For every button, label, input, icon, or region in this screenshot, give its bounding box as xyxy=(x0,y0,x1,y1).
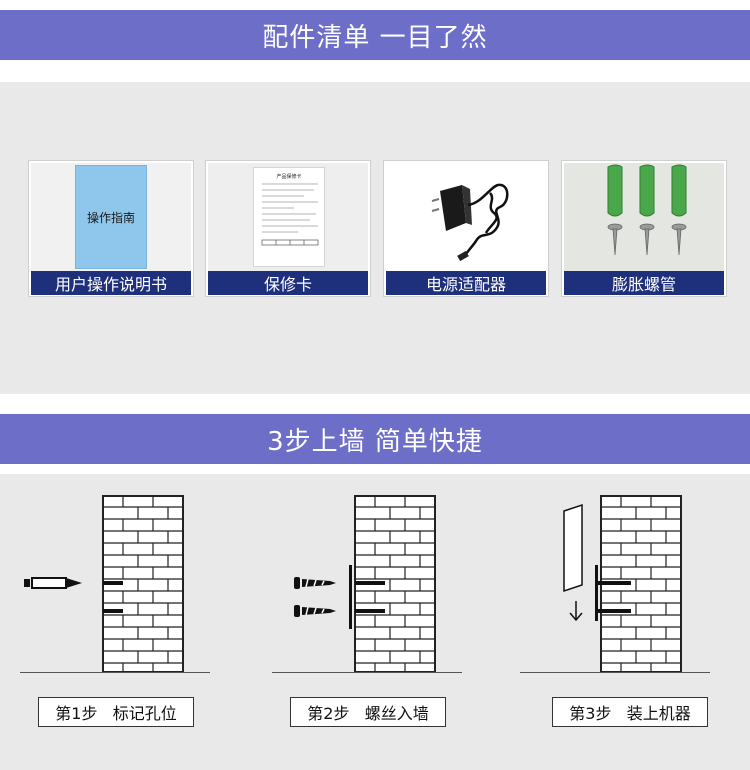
manual-booklet-icon: 操作指南 xyxy=(75,165,147,269)
accessory-card-manual: 操作指南 用户操作说明书 xyxy=(28,160,194,297)
screw-icon-2 xyxy=(294,605,336,617)
anchors-image xyxy=(564,163,724,271)
pencil-icon xyxy=(24,577,82,589)
ground-line-3 xyxy=(520,672,710,673)
step3-illustration xyxy=(563,495,682,673)
brick-wall-2 xyxy=(349,495,436,673)
arrow-down-icon xyxy=(569,601,583,622)
step1-label: 第1步 标记孔位 xyxy=(38,697,194,727)
screw-icon-1 xyxy=(294,577,336,589)
step1-illustration xyxy=(24,495,184,673)
warranty-card-icon: 产品保修卡 xyxy=(253,167,325,267)
accessory-card-adapter: 电源适配器 xyxy=(383,160,549,297)
step2-illustration xyxy=(294,495,436,673)
brick-wall-1 xyxy=(102,495,184,673)
ground-line-1 xyxy=(20,672,210,673)
power-adapter-icon xyxy=(431,183,509,262)
manual-cover-text: 操作指南 xyxy=(86,210,135,225)
accessory-label-manual: 用户操作说明书 xyxy=(31,271,191,295)
adapter-image xyxy=(386,163,546,271)
accessories-title-text: 配件清单 一目了然 xyxy=(262,22,488,53)
warranty-text-lines xyxy=(261,183,319,246)
accessory-card-anchors: 膨胀螺管 xyxy=(561,160,727,297)
warranty-card-title: 产品保修卡 xyxy=(276,174,302,180)
section-title-accessories: 配件清单 一目了然 xyxy=(0,10,750,60)
step2-label: 第2步 螺丝入墙 xyxy=(290,697,446,727)
accessory-label-adapter: 电源适配器 xyxy=(386,271,546,295)
accessory-label-warranty: 保修卡 xyxy=(208,271,368,295)
step3-label: 第3步 装上机器 xyxy=(552,697,708,727)
warranty-image: 产品保修卡 xyxy=(208,163,368,271)
expansion-anchors-icon xyxy=(607,164,687,256)
accessory-label-anchors: 膨胀螺管 xyxy=(564,271,724,295)
install-title-text: 3步上墙 简单快捷 xyxy=(267,426,483,457)
accessory-card-warranty: 产品保修卡 保修卡 xyxy=(205,160,371,297)
section-title-install: 3步上墙 简单快捷 xyxy=(0,414,750,464)
brick-wall-3 xyxy=(595,495,682,673)
manual-image: 操作指南 xyxy=(31,163,191,271)
ground-line-2 xyxy=(272,672,462,673)
device-panel-icon xyxy=(563,503,583,593)
